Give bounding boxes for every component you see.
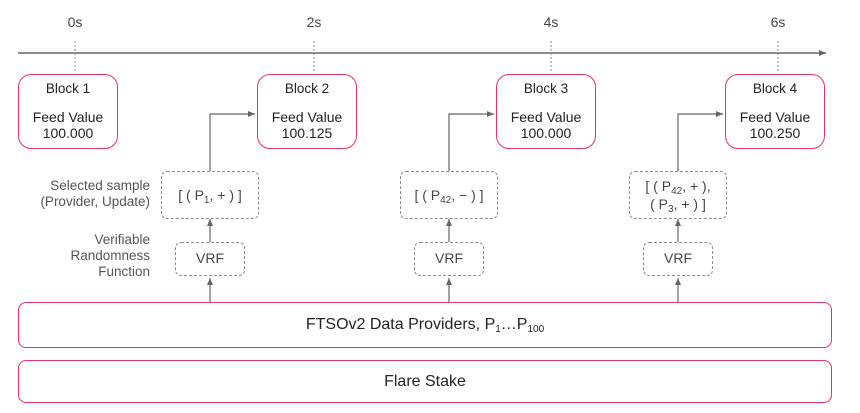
block-title: Block 4 [752,81,798,96]
feed-value-label: Feed Value [510,109,582,125]
sample-box-1: [ ( P1, + ) ] [161,171,259,219]
block-2: Block 2 Feed Value 100.125 [257,74,357,149]
block-title: Block 1 [45,81,91,96]
arrow-sample-block-3 [448,111,494,171]
label-line: Verifiable [94,232,150,247]
vrf-row-label: Verifiable Randomness Function [0,232,150,280]
feed-value: 100.000 [520,125,572,141]
block-3: Block 3 Feed Value 100.000 [496,74,596,149]
flare-stake-bar: Flare Stake [18,360,832,403]
tick-label-0s: 0s [67,14,83,30]
sample-entry: [ ( P42, − ) ] [414,187,484,206]
data-providers-bar: FTSOv2 Data Providers, P1…P100 [18,302,832,348]
sample-box-3: [ ( P42, + ), ( P3, + ) ] [629,171,727,219]
arrow-sample-block-2 [209,111,255,171]
tick-label-2s: 2s [306,14,322,30]
feed-value: 100.000 [42,125,94,141]
feed-value-label: Feed Value [271,109,343,125]
feed-value-label: Feed Value [739,109,811,125]
label-line: Selected sample [50,178,150,193]
sample-entry: ( P3, + ) ] [650,196,706,215]
label-line: Randomness [70,248,150,263]
providers-mid: …P [500,316,528,333]
providers-text: FTSOv2 Data Providers, P [305,316,496,333]
block-1: Block 1 Feed Value 100.000 [18,74,118,149]
vrf-box-2: VRF [414,242,484,276]
label-line: (Provider, Update) [40,194,150,209]
block-title: Block 2 [284,81,330,96]
tick-label-6s: 6s [770,14,786,30]
sample-box-2: [ ( P42, − ) ] [400,171,498,219]
feed-value: 100.125 [281,125,333,141]
providers-sub-first: 1 [495,324,501,335]
sample-entry: [ ( P1, + ) ] [178,187,242,206]
vrf-box-1: VRF [175,242,245,276]
block-4: Block 4 Feed Value 100.250 [725,74,825,149]
sample-entry: [ ( P42, + ), [645,178,711,197]
feed-value: 100.250 [749,125,801,141]
tick-label-4s: 4s [543,14,559,30]
feed-value-label: Feed Value [32,109,104,125]
selected-sample-label: Selected sample (Provider, Update) [0,178,150,210]
vrf-box-3: VRF [643,242,713,276]
block-title: Block 3 [523,81,569,96]
label-line: Function [98,264,150,279]
providers-sub-last: 100 [527,324,545,335]
arrow-sample-block-4 [677,111,723,171]
